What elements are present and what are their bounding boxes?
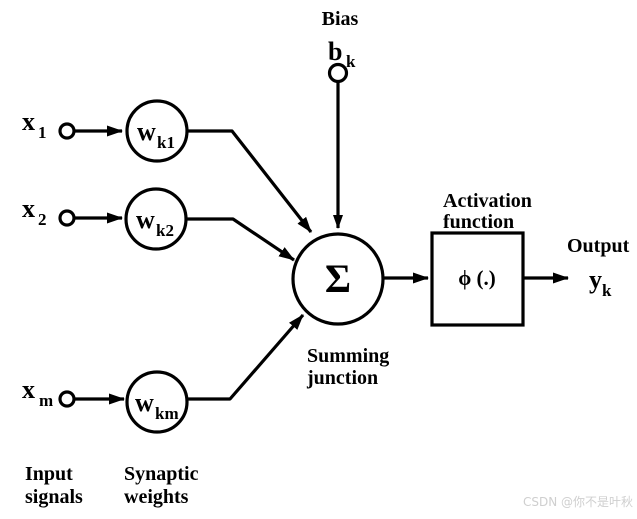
label-bias-title: Bias xyxy=(322,8,359,30)
label-weights-line2: weights xyxy=(124,486,189,508)
label-wk1-sub: k1 xyxy=(157,133,175,152)
label-inputs-line1: Input xyxy=(25,463,73,485)
label-yk-base: y xyxy=(589,265,602,294)
label-bk-sub: k xyxy=(346,52,356,71)
label-wkm-base: w xyxy=(135,388,154,417)
weight-node-wk2 xyxy=(124,187,188,251)
label-bk-base: b xyxy=(328,37,342,66)
label-wkm-sub: km xyxy=(155,404,179,423)
arrow-weight1-to-sum xyxy=(187,129,313,233)
label-inputs-line2: signals xyxy=(25,486,83,508)
weight-node-wk1 xyxy=(125,99,189,163)
label-x1-base: x xyxy=(22,107,35,136)
summing-sigma-symbol: Σ xyxy=(325,256,351,301)
bias-terminal xyxy=(327,62,349,84)
label-xm-sub: m xyxy=(39,391,53,410)
input-terminal-xm xyxy=(58,390,76,408)
input-terminal-x1 xyxy=(58,122,76,140)
input-terminal-x2 xyxy=(58,209,76,227)
watermark-text: CSDN @你不是叶秋 xyxy=(523,495,633,509)
label-x2-base: x xyxy=(22,194,35,223)
label-x2-sub: 2 xyxy=(38,210,47,229)
label-wk2-base: w xyxy=(136,205,155,234)
label-summing-line2: junction xyxy=(306,367,378,389)
label-x1-sub: 1 xyxy=(38,123,47,142)
label-yk-sub: k xyxy=(602,281,612,300)
weight-node-wkm xyxy=(125,370,189,434)
label-wk2-sub: k2 xyxy=(156,221,174,240)
label-summing-line1: Summing xyxy=(307,345,389,367)
label-xm-base: x xyxy=(22,375,35,404)
activation-phi-symbol: ϕ (.) xyxy=(458,266,496,290)
label-activation-line2: function xyxy=(443,211,514,233)
label-output-title: Output xyxy=(567,235,630,257)
activation-function-box xyxy=(430,231,525,327)
label-activation-line1: Activation xyxy=(443,190,532,212)
label-weights-line1: Synaptic xyxy=(124,463,199,485)
arrow-weight2-to-sum xyxy=(187,217,295,262)
arrow-weight3-to-sum xyxy=(187,313,305,401)
summing-junction-node xyxy=(291,232,385,326)
label-wk1-base: w xyxy=(137,117,156,146)
